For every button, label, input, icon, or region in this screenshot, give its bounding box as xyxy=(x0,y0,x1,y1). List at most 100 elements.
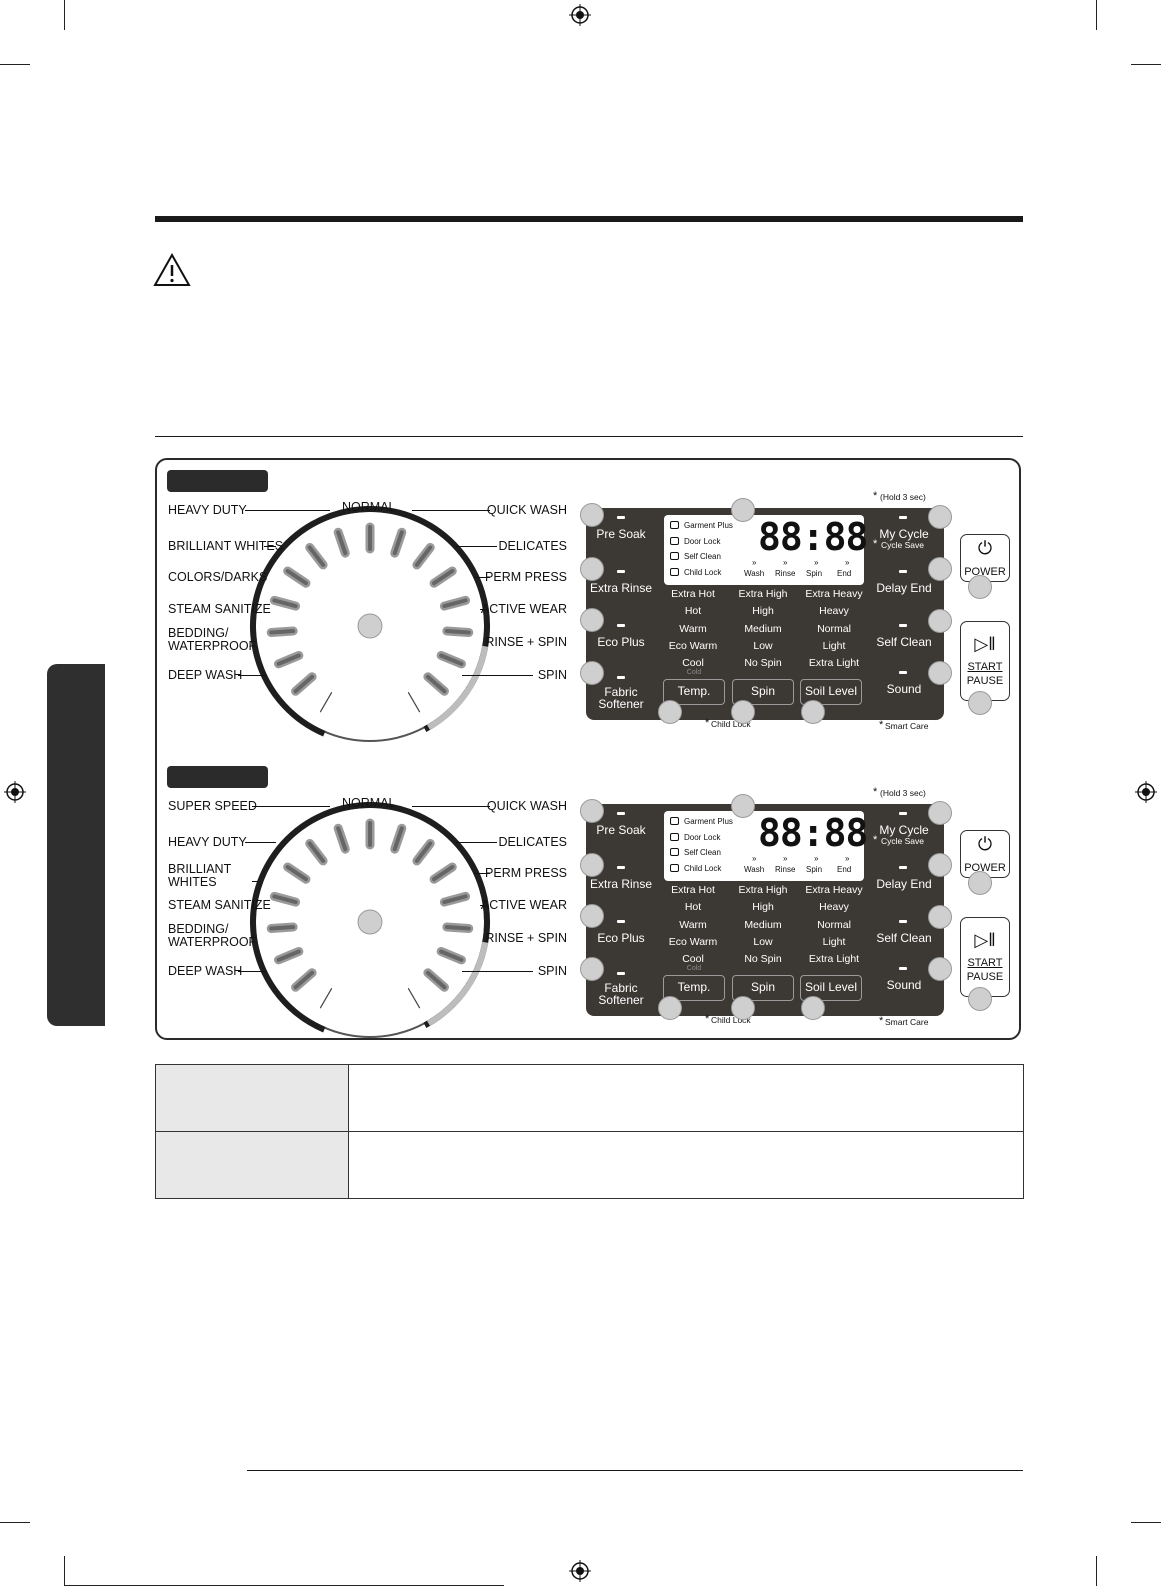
section-divider xyxy=(155,436,1023,437)
callout-marker xyxy=(357,613,383,639)
leader-line xyxy=(237,971,266,972)
option-level: Eco Warm xyxy=(668,935,718,948)
registration-mark-icon xyxy=(569,1560,591,1582)
start-label: START xyxy=(967,661,1003,673)
option-level: Light xyxy=(822,935,846,948)
indicator-led xyxy=(899,624,907,627)
option-button[interactable]: Eco Plus xyxy=(597,635,645,649)
option-button[interactable]: Extra Rinse xyxy=(589,581,653,595)
leader-line xyxy=(252,806,330,807)
option-button[interactable]: Extra Rinse xyxy=(589,877,653,891)
dial-label-right: SPIN xyxy=(537,668,567,682)
description-table xyxy=(155,1064,1024,1199)
lcd-status-label: Garment Plus xyxy=(684,817,733,826)
option-button[interactable]: Fabric Softener xyxy=(598,981,644,1007)
cycle-stage-label: Rinse xyxy=(775,569,796,578)
option-button[interactable]: Sound xyxy=(886,682,922,696)
dial-tick-inner xyxy=(285,568,308,586)
power-icon: ⏻ xyxy=(977,538,993,558)
option-level: Cool xyxy=(682,953,704,966)
indicator-led xyxy=(899,812,907,815)
indicator-led xyxy=(899,671,907,674)
self-clean-icon xyxy=(670,848,679,856)
stage-arrow-icon: » xyxy=(752,558,757,567)
smart-care-note: Smart Care xyxy=(885,1017,929,1027)
option-level: Medium xyxy=(744,918,782,931)
option-level: Extra Heavy xyxy=(805,588,863,600)
option-button[interactable]: Eco Plus xyxy=(597,931,645,945)
callout-marker xyxy=(580,853,604,877)
callout-marker xyxy=(580,503,604,527)
lcd-status-label: Self Clean xyxy=(684,552,721,561)
option-level: Hot xyxy=(684,605,702,618)
option-button[interactable]: Pre Soak xyxy=(596,527,646,541)
leader-line xyxy=(245,510,330,511)
dial-tick-inner xyxy=(269,629,296,635)
indicator-led xyxy=(899,866,907,869)
dial-tick-inner xyxy=(439,653,464,666)
option-button[interactable]: My Cycle xyxy=(879,823,929,837)
leader-line xyxy=(237,675,266,676)
dial-tick-inner xyxy=(432,864,455,882)
dial-label-left: SUPER SPEED xyxy=(168,799,257,813)
start-label: START xyxy=(967,957,1003,969)
option-button[interactable]: Fabric Softener xyxy=(598,685,644,711)
dial-label-left: BEDDING/ WATERPROOF xyxy=(168,922,257,949)
child-lock-icon xyxy=(670,567,679,576)
dial-label-right: PERM PRESS xyxy=(485,866,567,880)
option-level: Low xyxy=(753,935,773,948)
option-level: Extra Hot xyxy=(671,588,715,600)
registration-mark-icon xyxy=(1135,781,1157,803)
option-level: High xyxy=(752,901,774,914)
section-heading-rule xyxy=(155,216,1023,222)
option-button[interactable]: Delay End xyxy=(876,877,932,891)
shirt-icon xyxy=(670,817,679,825)
dial-tick-inner xyxy=(285,864,308,882)
dial-tick-inner xyxy=(276,653,301,666)
callout-marker xyxy=(801,700,825,724)
dial-label-right: QUICK WASH xyxy=(486,503,567,517)
option-button[interactable]: Pre Soak xyxy=(596,823,646,837)
dial-label-left: STEAM SANITIZE xyxy=(168,602,271,616)
dial-label-left: HEAVY DUTY xyxy=(168,835,247,849)
indicator-led xyxy=(899,920,907,923)
option-button[interactable]: Self Clean xyxy=(876,931,932,945)
option-level: Cool xyxy=(682,657,704,670)
crop-mark xyxy=(1131,64,1161,65)
dial-label-right: RINSE + SPIN xyxy=(485,931,567,945)
start-pause-button[interactable] xyxy=(960,621,1010,701)
callout-marker xyxy=(580,957,604,981)
option-button[interactable]: My Cycle xyxy=(879,527,929,541)
callout-marker xyxy=(928,957,952,981)
cycle-stage-label: Spin xyxy=(806,865,823,874)
cycle-stage-label: Rinse xyxy=(775,865,796,874)
dial-tick-inner xyxy=(319,692,333,713)
asterisk: * xyxy=(873,786,878,798)
option-button[interactable]: Sound xyxy=(886,978,922,992)
chapter-tab xyxy=(47,664,105,1026)
start-pause-button[interactable] xyxy=(960,917,1010,997)
cycle-dial[interactable] xyxy=(240,792,500,1057)
dial-label-right: QUICK WASH xyxy=(486,799,567,813)
stage-arrow-icon: » xyxy=(845,854,850,863)
callout-marker xyxy=(731,700,755,724)
asterisk: * xyxy=(879,719,884,731)
hold-note: (Hold 3 sec) xyxy=(880,788,926,798)
power-button[interactable] xyxy=(960,534,1010,582)
dial-label-top: NORMAL xyxy=(342,500,396,514)
callout-marker xyxy=(928,853,952,877)
leader-line xyxy=(456,546,498,547)
option-button[interactable]: Delay End xyxy=(876,581,932,595)
option-level: No Spin xyxy=(744,657,782,670)
option-button[interactable]: Self Clean xyxy=(876,635,932,649)
callout-marker xyxy=(928,505,952,529)
cycle-dial[interactable] xyxy=(240,496,500,761)
callout-marker xyxy=(580,557,604,581)
callout-marker xyxy=(928,661,952,685)
stage-arrow-icon: » xyxy=(845,558,850,567)
leader-line xyxy=(474,577,490,578)
dial-label-right: PERM PRESS xyxy=(485,570,567,584)
indicator-led xyxy=(899,516,907,519)
setting-button[interactable]: Spin xyxy=(732,975,794,1001)
setting-button[interactable]: Soil Level xyxy=(800,975,862,1001)
